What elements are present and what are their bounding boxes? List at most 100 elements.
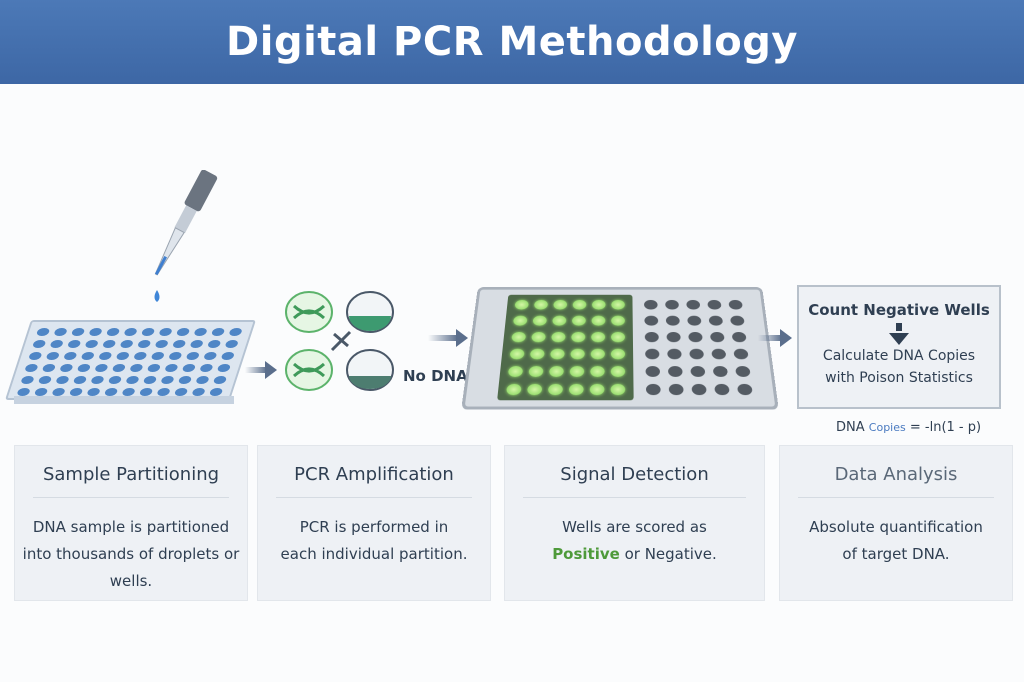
card-line: PCR is performed in: [300, 518, 449, 536]
sample-well: [174, 388, 189, 396]
sample-well: [104, 388, 119, 396]
card-text: DNA sample is partitionedinto thousands …: [15, 514, 247, 595]
sample-well: [193, 328, 208, 336]
sample-well: [151, 352, 166, 360]
sample-well: [98, 352, 113, 360]
analysis-box: Count Negative Wells Calculate DNA Copie…: [797, 285, 1001, 409]
calc-line-2: with Poison Statistics: [799, 367, 999, 389]
sample-well: [224, 340, 239, 348]
header-banner: Digital PCR Methodology: [0, 0, 1024, 84]
sample-well: [141, 328, 156, 336]
sample-well: [156, 388, 171, 396]
card-line: each individual partition.: [281, 545, 468, 563]
card-line: DNA sample is partitioned: [33, 518, 229, 536]
card-text: PCR is performed in each individual parti…: [258, 514, 490, 568]
sample-well: [211, 328, 226, 336]
card-title: Sample Partitioning: [33, 464, 229, 498]
formula-expression: = -ln(1 - p): [910, 420, 981, 435]
sample-well: [189, 340, 204, 348]
positive-well: [592, 316, 606, 326]
sample-well: [221, 352, 236, 360]
positive-well: [611, 300, 625, 310]
sample-well: [112, 364, 127, 372]
sample-well-plate: [5, 320, 256, 400]
calc-line-1: Calculate DNA Copies: [799, 345, 999, 367]
negative-well: [644, 316, 658, 326]
negative-well: [690, 366, 705, 377]
negative-well: [713, 366, 728, 377]
down-arrow-icon: [889, 333, 909, 345]
sample-well: [207, 340, 222, 348]
negative-well: [669, 384, 684, 395]
pcr-partitions: [278, 288, 403, 398]
negative-well: [646, 384, 661, 395]
arrow-icon: [428, 335, 458, 341]
sample-well: [55, 376, 70, 384]
positive-well: [611, 349, 625, 360]
negative-well: [733, 349, 748, 360]
card-line: Absolute quantification: [809, 518, 983, 536]
sample-well: [63, 352, 78, 360]
negative-droplet-icon: [347, 350, 393, 390]
negative-well: [666, 316, 680, 326]
negative-well: [707, 300, 721, 310]
negative-well: [691, 384, 706, 395]
sample-well: [129, 364, 144, 372]
negative-well: [645, 349, 659, 360]
card-title: Data Analysis: [798, 464, 994, 498]
sample-well: [106, 328, 121, 336]
card-title: Signal Detection: [523, 464, 746, 498]
negative-well: [688, 332, 703, 342]
positive-well: [611, 384, 626, 395]
sample-well: [94, 364, 109, 372]
sample-well: [42, 364, 57, 372]
card-signal-detection: Signal Detection Wells are scored as Posi…: [504, 445, 765, 601]
sample-well: [102, 340, 117, 348]
negative-well: [689, 349, 704, 360]
pipette-icon: [140, 170, 240, 310]
sample-well: [203, 352, 218, 360]
sample-well: [116, 352, 131, 360]
sample-well: [121, 388, 136, 396]
sample-well: [67, 340, 82, 348]
card-title: PCR Amplification: [276, 464, 472, 498]
sample-well: [53, 328, 68, 336]
sample-well: [28, 352, 43, 360]
positive-well: [592, 300, 606, 310]
sample-well: [90, 376, 105, 384]
negative-well: [710, 332, 725, 342]
positive-label: Positive: [552, 545, 620, 563]
negative-well: [686, 300, 700, 310]
sample-well: [209, 388, 224, 396]
negative-well: [735, 366, 751, 377]
sample-well: [176, 328, 191, 336]
dna-droplet-icon: [286, 350, 332, 390]
card-line: Wells are scored as: [562, 518, 707, 536]
positive-well: [611, 332, 625, 342]
negative-well: [714, 384, 730, 395]
positive-well: [591, 332, 605, 342]
sample-well: [119, 340, 134, 348]
formula-prefix: DNA: [836, 420, 865, 435]
positive-well: [591, 349, 605, 360]
sample-well: [182, 364, 197, 372]
sample-well: [123, 328, 138, 336]
down-arrow-stem: [896, 323, 902, 331]
sample-well: [217, 364, 232, 372]
negative-well: [732, 332, 747, 342]
negative-well: [665, 300, 679, 310]
negative-well: [667, 349, 682, 360]
negative-well: [644, 300, 658, 310]
sample-well: [16, 388, 31, 396]
positive-well: [611, 366, 625, 377]
positive-well: [590, 366, 605, 377]
card-pcr-amplification: PCR Amplification PCR is performed in eac…: [257, 445, 491, 601]
card-line: or Negative.: [620, 545, 717, 563]
cross-icon: [332, 332, 350, 350]
sample-well: [84, 340, 99, 348]
sample-well: [32, 340, 47, 348]
no-dna-label: No DNA: [403, 367, 468, 385]
arrow-icon: [245, 367, 267, 373]
sample-well: [172, 340, 187, 348]
formula-subscript: Copies: [869, 421, 906, 434]
